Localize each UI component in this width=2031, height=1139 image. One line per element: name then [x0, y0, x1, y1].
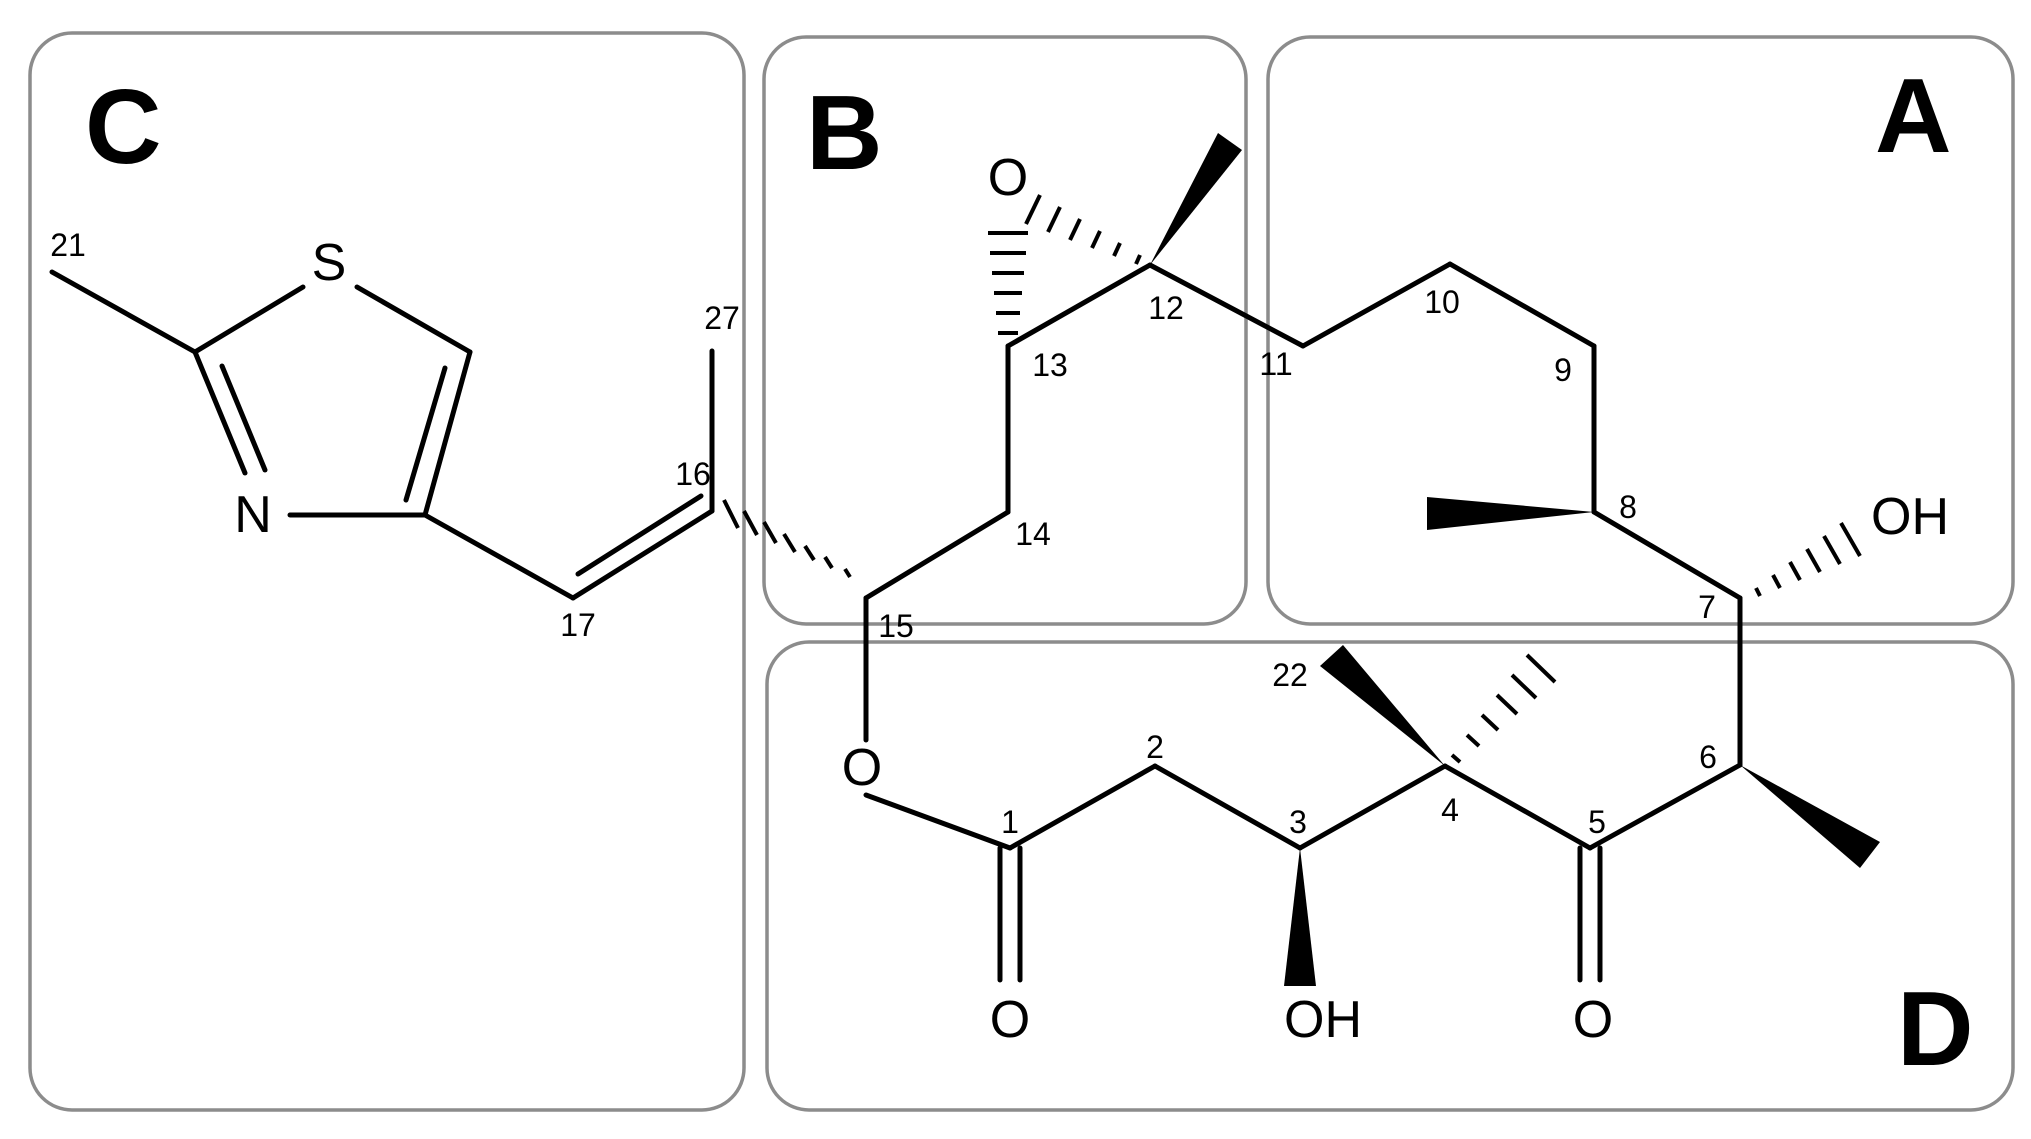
atom-number-6: 6 [1699, 739, 1717, 775]
region-b-box [762, 35, 1248, 626]
atom-number-1: 1 [1001, 804, 1019, 840]
atom-number-5: 5 [1588, 804, 1606, 840]
atom-number-21: 21 [50, 227, 86, 263]
carbonyl-oxygen-1: O [990, 991, 1030, 1049]
atom-number-8: 8 [1619, 489, 1637, 525]
wedge-12-methyl [1150, 133, 1242, 265]
atom-number-11: 11 [1259, 346, 1292, 382]
atom-number-27: 27 [704, 300, 740, 336]
hashed-bond-13-o [988, 231, 1028, 335]
wedge-4-methyl-22 [1320, 645, 1445, 766]
hashed-bond-7-oh [1754, 522, 1862, 597]
sulfur-atom: S [312, 234, 347, 292]
atom-number-14: 14 [1015, 516, 1051, 552]
epoxide-oxygen: O [988, 149, 1028, 207]
region-b-label: B [806, 74, 883, 192]
atom-number-9: 9 [1554, 352, 1572, 388]
ester-oxygen: O [842, 739, 882, 797]
macrocycle-chain-a [1147, 261, 1743, 768]
nitrogen-atom: N [234, 486, 272, 544]
carbonyl-oxygen-5: O [1573, 991, 1613, 1049]
wedge-3-oh [1284, 848, 1316, 986]
region-d-label: D [1897, 970, 1974, 1088]
atom-number-17: 17 [560, 607, 596, 643]
hashed-bond-12-o [1024, 194, 1142, 265]
atom-number-15: 15 [878, 608, 914, 644]
atom-number-2: 2 [1146, 729, 1164, 765]
epoxide-ring [863, 262, 1153, 743]
atom-number-3: 3 [1289, 804, 1307, 840]
region-d-box [765, 640, 2015, 1112]
atom-number-16: 16 [675, 456, 711, 492]
atom-number-22: 22 [1272, 657, 1308, 693]
alkene-chain [422, 348, 715, 601]
hashed-bond-4-methyl [1450, 653, 1557, 764]
atom-number-7: 7 [1698, 589, 1716, 625]
macrocycle-chain-d [863, 762, 1743, 983]
hashed-bond-16-15 [722, 499, 852, 579]
wedge-8-methyl [1427, 497, 1594, 530]
atom-number-10: 10 [1424, 284, 1460, 320]
atom-number-13: 13 [1032, 347, 1068, 383]
region-c-label: C [85, 68, 162, 186]
region-a-box [1266, 35, 2015, 626]
thiazole-ring [49, 269, 473, 518]
atom-number-4: 4 [1441, 792, 1459, 828]
hydroxyl-7: OH [1871, 488, 1949, 546]
region-a-label: A [1875, 57, 1952, 175]
hydroxyl-3: OH [1284, 991, 1362, 1049]
atom-number-12: 12 [1148, 290, 1184, 326]
wedge-6-methyl [1740, 765, 1880, 868]
region-c-box [28, 31, 746, 1112]
